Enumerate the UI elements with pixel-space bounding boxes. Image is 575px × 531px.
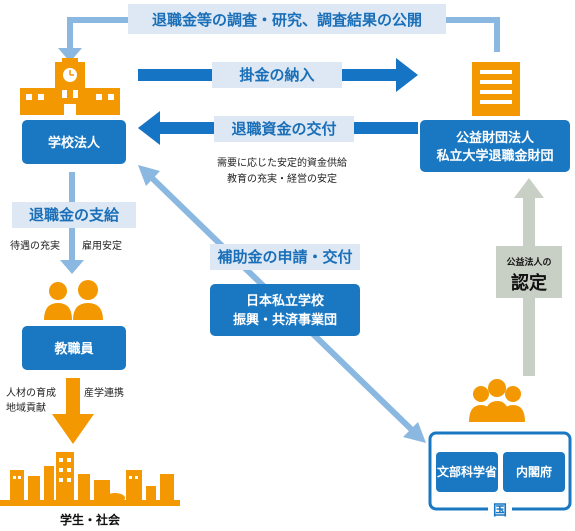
premium-label-band [212,62,342,88]
staff-note-left-line2: 地域貢献 [6,401,46,414]
premium-label: 掛金の納入 [239,66,314,84]
society-label: 学生・社会 [60,512,121,527]
funding-note-line1: 需要に応じた安定的資金供給 [217,156,347,169]
promotion-line2: 振興・共済事業団 [233,312,337,328]
funding-note-line2: 教育の充実・経営の安定 [227,172,337,185]
top-banner-band [128,4,446,34]
retirement-pay-label-band [12,202,136,228]
grant-funds-label: 退職資金の交付 [231,120,336,138]
city-silhouette-icon [0,452,180,506]
staff-people-icon [44,280,103,320]
top-banner-text: 退職金等の調査・研究、調査結果の公開 [152,11,422,29]
foundation-line1: 公益財団法人 [456,130,535,146]
ministry-box [436,452,498,492]
cabinet-office-box [503,452,565,492]
certification-big: 認定 [511,272,547,294]
staff-note-left-line1: 人材の育成 [6,386,56,399]
school-corporation-label: 学校法人 [48,135,101,151]
benefit-note-right: 雇用安定 [82,239,122,252]
contribution-arrow [52,378,94,444]
staff-box [22,326,126,370]
retirement-pay-label: 退職金の支給 [29,206,120,224]
ministry-label: 文部科学省 [437,464,497,479]
promotion-corporation-box [210,284,360,336]
cabinet-office-label: 内閣府 [516,464,552,479]
certification-small: 公益法人の [506,256,551,268]
grant-funds-label-band [214,116,354,142]
promotion-line1: 日本私立学校 [246,293,325,309]
school-building-icon [20,58,120,115]
benefit-note-left: 待遇の充実 [10,239,60,252]
government-label: 国 [493,503,507,519]
office-building-icon [472,62,520,116]
government-people-icon [469,379,525,422]
government-label-bg [488,500,512,518]
staff-note-right: 産学連携 [84,386,124,399]
school-corporation-box [22,120,126,164]
staff-label: 教職員 [53,341,93,357]
subsidy-label: 補助金の申請・交付 [216,248,352,266]
foundation-box [420,120,570,172]
subsidy-label-band [210,244,360,270]
certification-label-band [496,246,562,298]
foundation-line2: 私立大学退職金財団 [436,148,553,164]
